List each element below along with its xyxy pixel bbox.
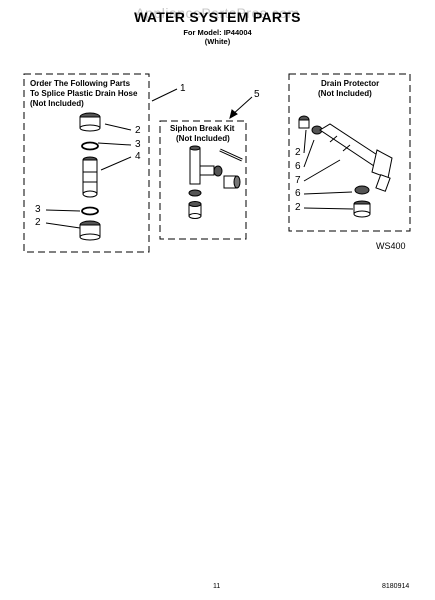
siphon-label-line1: Siphon Break Kit [170, 124, 235, 133]
leader-left-2a [104, 123, 132, 131]
leader-left-2b [45, 222, 81, 229]
leader-5 [231, 96, 253, 116]
leader-right-2a [303, 129, 307, 154]
drain-label-line2: (Not Included) [318, 89, 372, 98]
splice-label-line1: Order The Following Parts [30, 79, 131, 88]
color-line: (White) [204, 37, 231, 46]
leader-left-3b [45, 209, 81, 212]
callout-right-2a: 2 [295, 147, 301, 158]
callout-left-2b: 2 [35, 217, 41, 228]
watermark: AppliancePartsPros.com [135, 5, 300, 21]
drain-box-border [288, 73, 411, 232]
splice-parts [79, 112, 101, 241]
callout-left-3b: 3 [35, 204, 41, 215]
callout-right-7: 7 [295, 175, 301, 186]
splice-box-border [23, 73, 150, 253]
drain-label-line1: Drain Protector [321, 79, 380, 88]
callout-right-6b: 6 [295, 188, 301, 199]
leader-right-7 [303, 159, 341, 182]
callout-right-2b: 2 [295, 202, 301, 213]
leader-left-3a [97, 142, 132, 146]
callout-left-2a: 2 [135, 125, 141, 136]
leader-right-2b [303, 207, 354, 210]
siphon-box-label: Siphon Break Kit (Not Included) [170, 124, 234, 144]
splice-box-label: Order The Following Parts To Splice Plas… [30, 79, 137, 109]
splice-label-line3: (Not Included) [30, 99, 84, 108]
callout-left-3a: 3 [135, 139, 141, 150]
splice-label-line2: To Splice Plastic Drain Hose [30, 89, 138, 98]
leader-left-4 [100, 156, 132, 171]
leader-1 [151, 88, 178, 102]
callout-left-4: 4 [135, 151, 141, 162]
callout-1: 1 [180, 83, 186, 94]
siphon-parts [188, 145, 243, 219]
callout-5: 5 [254, 89, 260, 100]
siphon-box-border [159, 120, 247, 240]
drain-box-label: Drain Protector (Not Included) [318, 79, 379, 99]
model-line: For Model: IP44004 [183, 28, 252, 37]
diagram-code: WS400 [376, 241, 406, 251]
siphon-label-line2: (Not Included) [176, 134, 230, 143]
page-title: WATER SYSTEM PARTS [134, 9, 301, 25]
leader-right-6a [303, 139, 315, 168]
callout-right-6a: 6 [295, 161, 301, 172]
leader-5-arrow [229, 109, 238, 120]
drain-protector-parts [298, 115, 393, 218]
leader-right-6b [303, 191, 353, 195]
page-number: 11 [213, 583, 221, 590]
part-number: 8180914 [382, 583, 410, 590]
